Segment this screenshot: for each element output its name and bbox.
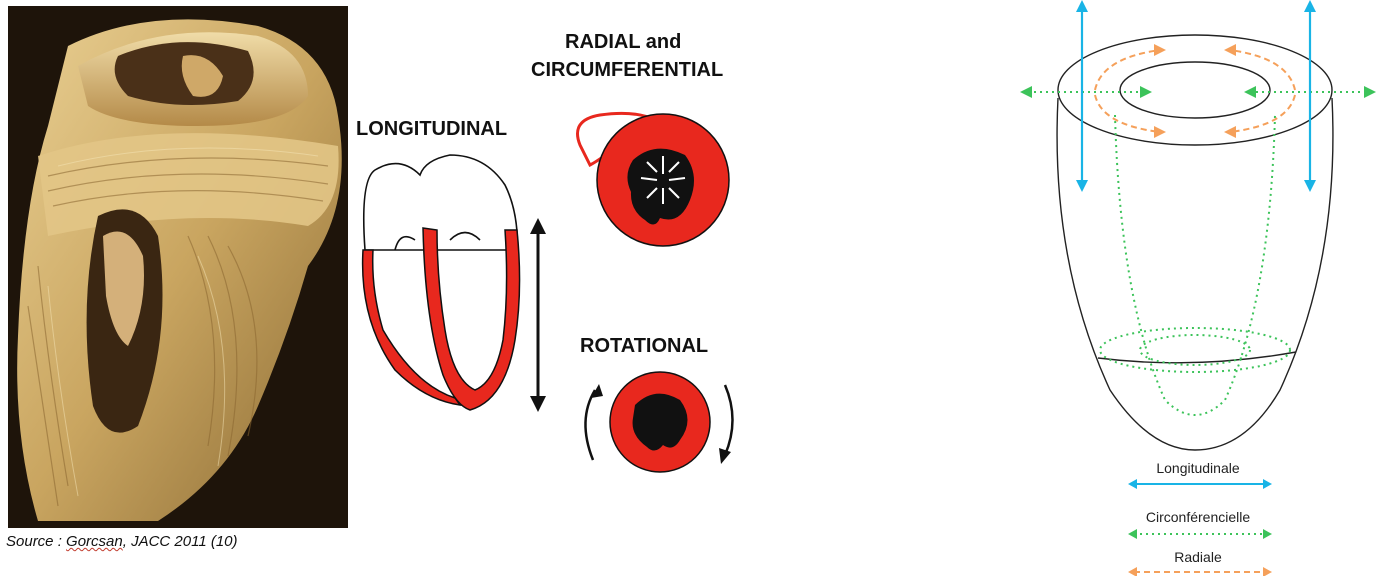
heart-septal-wall (423, 228, 520, 410)
legend-longitudinale-arrow-icon (1128, 479, 1272, 489)
legend-label-longitudinale: Longitudinale (1118, 460, 1278, 476)
legend-circonferencielle-arrow-icon (1128, 529, 1272, 539)
label-radial-and: RADIAL and (565, 30, 681, 55)
strain-schematic (355, 100, 775, 480)
radial-ring-diagram (578, 113, 730, 246)
legend-swatches (1120, 476, 1280, 576)
rotational-ring-diagram (585, 372, 732, 472)
ventricle-outline (1057, 35, 1333, 450)
label-circumferential: CIRCUMFERENTIAL (531, 58, 723, 83)
source-citation: Source : Gorcsan, JACC 2011 (10) (6, 533, 238, 550)
circumferential-dotted-shape (1100, 115, 1290, 415)
legend-radiale-arrow-icon (1128, 567, 1272, 576)
strain-directions-diagram (1010, 0, 1380, 458)
longitudinal-arrow-icon (530, 218, 546, 412)
heart-dissection-photo (8, 6, 348, 528)
longitudinal-heart-outline (364, 155, 518, 260)
